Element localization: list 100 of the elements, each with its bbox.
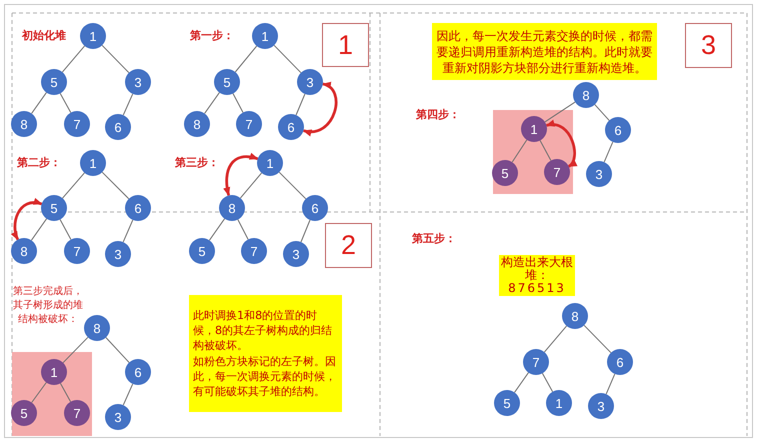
connector-line — [584, 324, 612, 354]
tree-node: 5 — [11, 400, 37, 426]
note-text: 如粉色方块标记的左子树。因此，每一次调换元素的时候，有可能破坏其子堆的结构。 — [193, 354, 336, 400]
curved-arrow — [11, 198, 43, 240]
tree-node: 6 — [125, 359, 151, 385]
connector-line — [122, 383, 134, 406]
tree-node: 6 — [278, 114, 304, 140]
tree-node: 7 — [64, 238, 90, 264]
tree-node: 3 — [283, 241, 309, 267]
connector-line — [278, 172, 306, 200]
connector-line — [274, 44, 302, 74]
connector-line — [102, 44, 130, 74]
curved-arrow — [302, 82, 338, 136]
connector-line — [62, 336, 88, 364]
connector-line — [606, 373, 616, 395]
connector-line — [514, 372, 529, 393]
connector-line — [204, 92, 220, 114]
connector-line — [540, 140, 552, 161]
connector-line — [300, 220, 310, 242]
connector-line — [60, 92, 72, 114]
connector-line — [122, 93, 134, 116]
tree-node: 5 — [41, 195, 67, 221]
tree-node: 1 — [521, 116, 547, 142]
note-box — [499, 255, 575, 296]
step-label: 初始化堆 — [22, 29, 66, 43]
highlight-box — [12, 352, 92, 436]
curved-arrow — [224, 153, 259, 196]
connector-line — [594, 104, 610, 121]
tree-node: 6 — [105, 114, 131, 140]
tree-node: 8 — [84, 315, 110, 341]
curved-arrow — [546, 120, 578, 168]
tree-node: 3 — [125, 69, 151, 95]
connector-line — [232, 93, 244, 113]
note-box — [189, 295, 342, 412]
connector-line — [234, 46, 258, 72]
tree-node: 7 — [64, 400, 90, 426]
step-label: 第三步： — [175, 156, 219, 170]
tree-node: 7 — [64, 111, 90, 137]
connector-line — [544, 325, 568, 353]
connector-line — [240, 172, 262, 199]
step-number-box: 1 — [322, 23, 369, 67]
connector-line — [122, 219, 134, 243]
connector-line — [62, 172, 85, 199]
note-text: 构造出来大根堆： — [501, 256, 573, 282]
connector-line — [237, 219, 249, 240]
connector-line — [208, 218, 226, 241]
step-label: 第二步： — [17, 156, 61, 170]
connector-line — [60, 219, 72, 240]
tree-node: 5 — [492, 160, 518, 186]
tree-node: 3 — [588, 393, 614, 419]
step-label: 第四步： — [416, 108, 460, 122]
tree-node: 7 — [241, 238, 267, 264]
tree-node: 1 — [252, 23, 278, 49]
tree-node: 1 — [80, 23, 106, 49]
connector-line — [60, 382, 72, 402]
note-text: 此时调换1和8的位置的时候，8的其左子树构成的归结构被破坏。 — [193, 308, 334, 354]
tree-node: 6 — [607, 349, 633, 375]
highlight-box — [493, 110, 573, 194]
tree-node: 1 — [41, 359, 67, 385]
connector-line — [512, 139, 528, 163]
connector-line — [544, 102, 576, 122]
tree-node: 1 — [546, 390, 572, 416]
tree-node: 6 — [125, 195, 151, 221]
step-number-box: 3 — [685, 23, 732, 68]
connector-line — [105, 337, 130, 363]
tree-node: 3 — [586, 161, 612, 187]
connector-line — [31, 92, 47, 114]
tree-node: 5 — [189, 238, 215, 264]
tree-node: 8 — [219, 195, 245, 221]
tree-node: 6 — [302, 195, 328, 221]
tree-node: 5 — [494, 390, 520, 416]
step-label: 第一步： — [190, 29, 234, 43]
tree-node: 1 — [257, 150, 283, 176]
tree-node: 6 — [605, 117, 631, 143]
tree-node: 8 — [11, 238, 37, 264]
note-text: 因此，每一次发生元素交换的时候，都需要递归调用重新构造堆的结构。此时就要重新对阴影方块部分进行重新构造堆。 — [436, 28, 653, 76]
tree-node: 3 — [105, 404, 131, 430]
connector-line — [62, 45, 86, 73]
step-number-box: 2 — [325, 223, 372, 268]
note-text: 876513 — [507, 282, 567, 295]
tree-node: 7 — [236, 111, 262, 137]
tree-node: 3 — [105, 241, 131, 267]
tree-node: 7 — [544, 159, 570, 185]
tree-node: 5 — [41, 69, 67, 95]
tree-node: 8 — [184, 111, 210, 137]
tree-node: 1 — [80, 150, 106, 176]
note-text: 第三步完成后，其子树形成的堆结构被破坏： — [13, 285, 83, 327]
tree-node: 8 — [562, 303, 588, 329]
step-label: 第五步： — [412, 232, 456, 246]
tree-node: 7 — [523, 349, 549, 375]
connector-line — [30, 218, 48, 241]
connector-line — [604, 141, 614, 163]
connector-line — [542, 372, 554, 392]
tree-node: 3 — [297, 69, 323, 95]
connector-line — [102, 172, 130, 200]
tree-node: 8 — [11, 111, 37, 137]
connector-line — [296, 94, 306, 116]
tree-node: 8 — [573, 82, 599, 108]
connector-line — [31, 382, 47, 403]
tree-node: 5 — [214, 69, 240, 95]
